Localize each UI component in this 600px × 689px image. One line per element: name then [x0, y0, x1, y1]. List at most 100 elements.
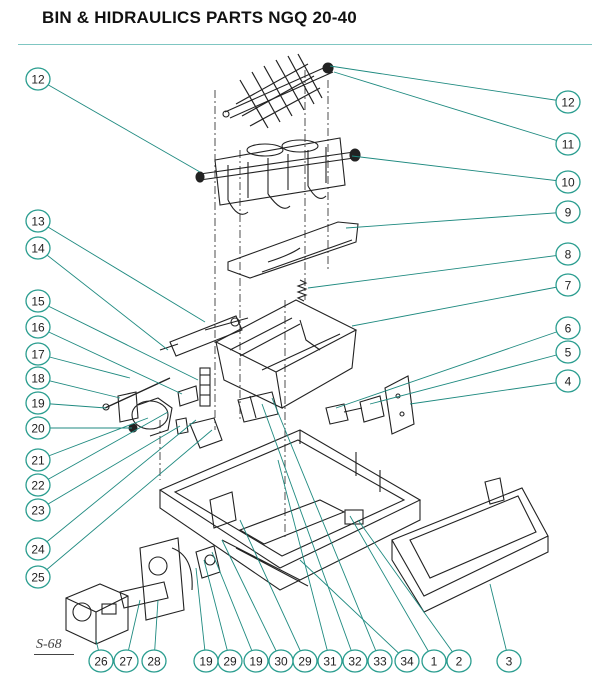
callout-bottom-6-leader — [211, 551, 257, 662]
callout-left-10-circle — [25, 448, 51, 472]
callout-left-7-label: 18 — [31, 372, 45, 386]
callout-left-4-circle — [25, 289, 51, 313]
callout-left-10-label: 21 — [31, 454, 45, 468]
callout-bottom-1-circle — [88, 649, 114, 673]
callout-bottom-13: 1 — [421, 649, 447, 673]
callout-bottom-5: 29 — [217, 649, 243, 673]
callout-left-8: 19 — [25, 391, 51, 415]
callout-left-10: 21 — [25, 448, 51, 472]
callout-left-6-circle — [25, 342, 51, 366]
callout-bottom-10-label: 32 — [348, 655, 362, 669]
callout-bottom-6: 19 — [243, 649, 269, 673]
reference-underline — [34, 654, 74, 655]
page-title: BIN & HIDRAULICS PARTS NGQ 20-40 — [42, 8, 357, 27]
shaft-assembly — [195, 137, 361, 215]
callout-right-5-circle — [555, 242, 581, 266]
callout-bottom-5-leader — [203, 559, 231, 662]
callout-bottom-8: 29 — [292, 649, 318, 673]
callout-right-9-leader — [409, 380, 569, 405]
callout-right-7-circle — [555, 316, 581, 340]
leader-lines — [37, 65, 569, 662]
callout-bottom-12-leader — [299, 559, 408, 662]
callout-left-12: 23 — [25, 498, 51, 522]
callout-bottom-12-label: 34 — [400, 655, 414, 669]
callout-left-11-circle — [25, 473, 51, 497]
plate — [189, 417, 223, 449]
drawing-reference: S-68 — [36, 637, 62, 652]
callout-bottom-15-label: 3 — [506, 655, 513, 669]
callout-bottom-14-label: 2 — [456, 655, 463, 669]
callout-layer: 1213141516171819202122232425121110987654… — [25, 67, 581, 673]
callout-bottom-8-leader — [239, 519, 306, 662]
callout-left-2-label: 13 — [31, 215, 45, 229]
callout-right-3-circle — [555, 170, 581, 194]
callout-right-8-leader — [369, 351, 569, 405]
callout-left-7-leader — [37, 377, 121, 399]
callout-bottom-8-circle — [292, 649, 318, 673]
callout-right-4: 9 — [555, 200, 581, 224]
callout-bottom-2-circle — [113, 649, 139, 673]
callout-left-9: 20 — [25, 416, 51, 440]
callout-right-8-label: 5 — [565, 346, 572, 360]
callout-left-9-circle — [25, 416, 51, 440]
callout-bottom-1: 26 — [88, 649, 114, 673]
callout-right-7-label: 6 — [565, 322, 572, 336]
callout-bottom-10: 32 — [342, 649, 368, 673]
callout-left-5-circle — [25, 315, 51, 339]
callout-right-2-leader — [333, 71, 569, 145]
gear-box — [119, 537, 221, 621]
callout-bottom-9-circle — [317, 649, 343, 673]
callout-left-3-leader — [37, 247, 169, 351]
callout-right-1: 12 — [555, 90, 581, 114]
callout-right-1-circle — [555, 90, 581, 114]
callout-bottom-6-label: 19 — [249, 655, 263, 669]
callout-left-3-label: 14 — [31, 242, 45, 256]
callout-bottom-10-circle — [342, 649, 368, 673]
callout-bottom-3-circle — [141, 649, 167, 673]
callout-right-3-leader — [351, 155, 569, 183]
callout-left-12-leader — [37, 425, 181, 511]
rotor-assembly — [222, 53, 334, 129]
callout-right-4-circle — [555, 200, 581, 224]
callout-right-5: 8 — [555, 242, 581, 266]
callout-left-13-leader — [37, 419, 197, 550]
callout-right-9: 4 — [555, 369, 581, 393]
callout-bottom-15-circle — [496, 649, 522, 673]
callout-left-6-label: 17 — [31, 348, 45, 362]
callout-bottom-12-circle — [394, 649, 420, 673]
callout-bottom-4: 19 — [193, 649, 219, 673]
drive-motor — [65, 583, 129, 645]
callout-bottom-14-leader — [357, 519, 460, 662]
callout-left-4: 15 — [25, 289, 51, 313]
valve-block — [177, 367, 211, 407]
callout-right-3-label: 10 — [561, 176, 575, 190]
callout-left-2-leader — [37, 220, 206, 323]
callout-left-14-leader — [37, 429, 213, 578]
bracket — [117, 391, 139, 423]
callout-left-8-circle — [25, 391, 51, 415]
tray — [391, 477, 549, 613]
chute-cover — [227, 221, 359, 279]
spring — [296, 279, 308, 302]
callout-bottom-2: 27 — [113, 649, 139, 673]
callout-left-11-leader — [37, 411, 169, 486]
callout-left-1-leader — [37, 78, 201, 173]
callout-bottom-7-label: 30 — [274, 655, 288, 669]
callout-left-1-circle — [25, 67, 51, 91]
callout-right-5-label: 8 — [565, 248, 572, 262]
callout-bottom-13-label: 1 — [431, 655, 438, 669]
callout-left-13-label: 24 — [31, 543, 45, 557]
callout-left-14: 25 — [25, 565, 51, 589]
title-divider — [18, 44, 592, 45]
callout-right-5-leader — [307, 253, 569, 289]
callout-bottom-2-label: 27 — [119, 655, 133, 669]
callout-left-12-label: 23 — [31, 504, 45, 518]
callout-left-12-circle — [25, 498, 51, 522]
callout-left-5-label: 16 — [31, 321, 45, 335]
callout-left-5-leader — [37, 326, 183, 395]
callout-left-4-leader — [37, 300, 199, 381]
callout-bottom-7: 30 — [268, 649, 294, 673]
callout-right-3: 10 — [555, 170, 581, 194]
callout-bottom-5-circle — [217, 649, 243, 673]
